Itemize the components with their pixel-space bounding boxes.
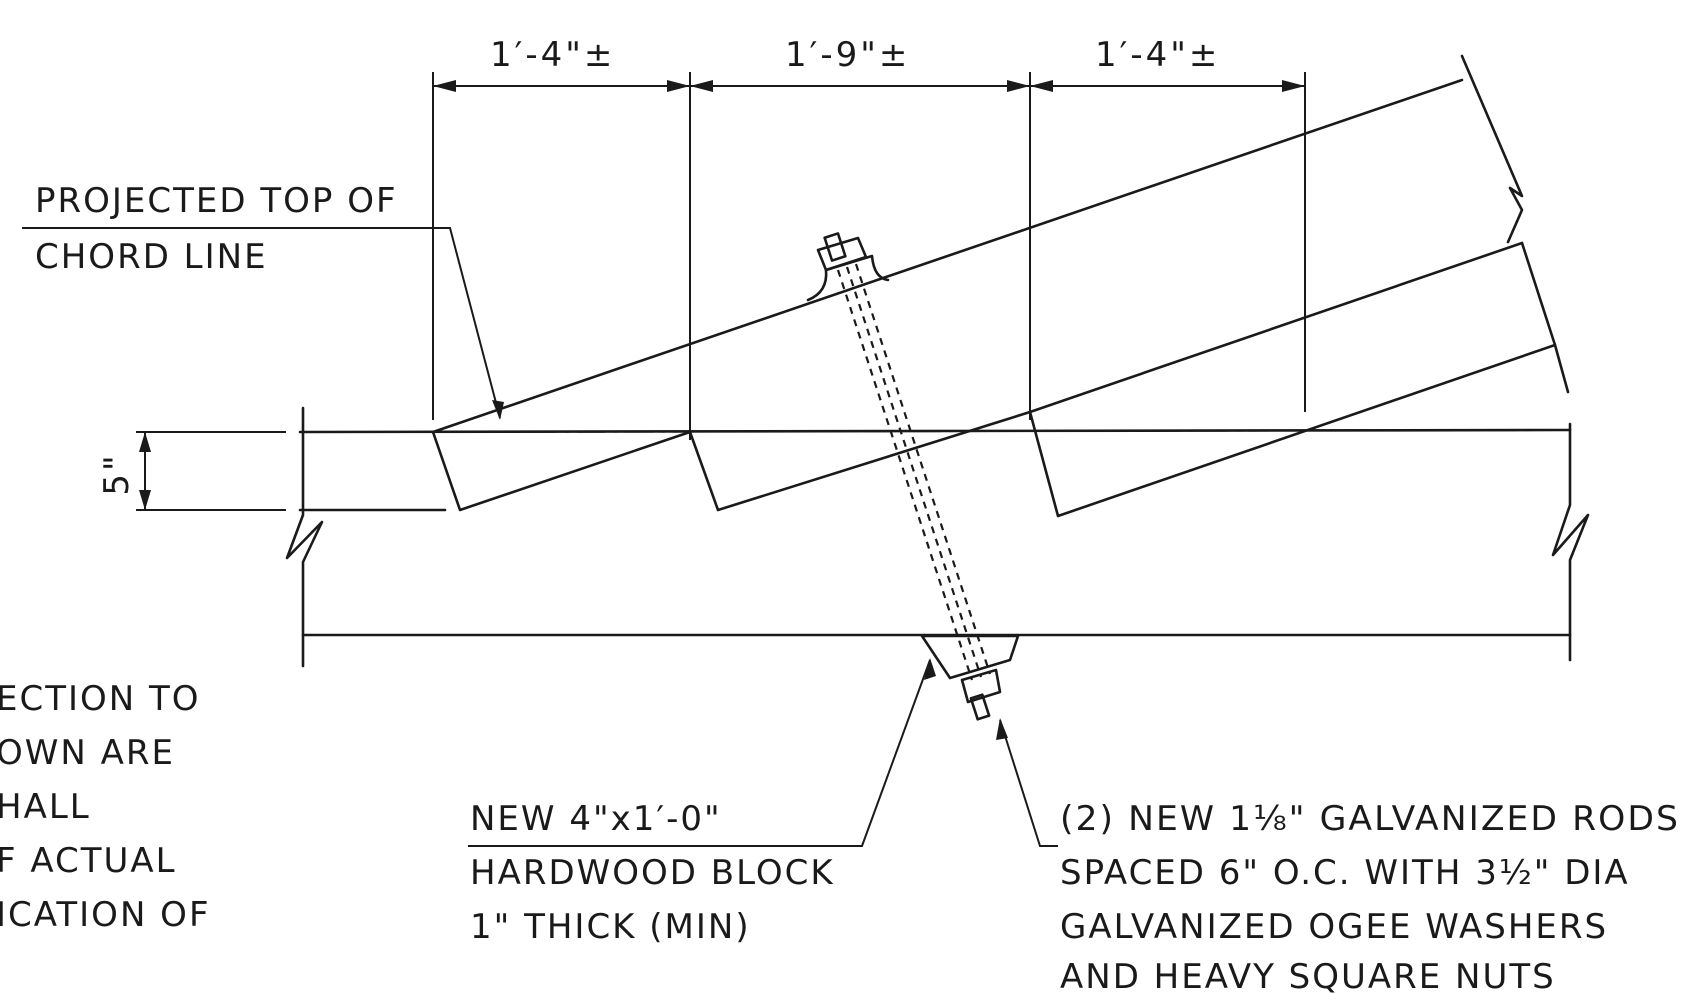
- dimension-middle: 1′-9"±: [785, 35, 910, 75]
- hardwood-block: [920, 634, 1020, 680]
- partial-note-line3: HALL: [0, 787, 91, 827]
- rods-label-line3: GALVANIZED OGEE WASHERS: [1060, 907, 1608, 947]
- partial-note-line5: ICATION OF: [0, 895, 211, 935]
- top-square-nut-icon: [816, 236, 868, 272]
- rods-label-line1: (2) NEW 1⅛" GALVANIZED RODS: [1060, 799, 1680, 839]
- block-label-line2: HARDWOOD BLOCK: [470, 853, 835, 893]
- projected-label-line2: CHORD LINE: [35, 237, 268, 277]
- rods-label-line2: SPACED 6" O.C. WITH 3½" DIA: [1060, 853, 1630, 893]
- partial-note-line4: F ACTUAL: [0, 841, 177, 881]
- top-chord: [431, 54, 1570, 518]
- dimension-chain: 1′-4"± 1′-9"± 1′-4"±: [432, 35, 1306, 440]
- partial-note: ECTION TO OWN ARE HALL F ACTUAL ICATION …: [0, 679, 211, 935]
- offset-dimension: 5": [97, 431, 286, 511]
- dimension-left: 1′-4"±: [490, 35, 615, 75]
- partial-note-line1: ECTION TO: [0, 679, 201, 719]
- dimension-right: 1′-4"±: [1095, 35, 1220, 75]
- block-label-line3: 1" THICK (MIN): [470, 907, 751, 947]
- bottom-rod-end: [969, 693, 991, 721]
- bottom-square-nut-icon: [960, 668, 1002, 704]
- projected-label-line1: PROJECTED TOP OF: [35, 181, 398, 221]
- dimension-offset: 5": [97, 452, 137, 495]
- leaders: [22, 227, 1058, 847]
- partial-note-line2: OWN ARE: [0, 733, 175, 773]
- galvanized-rod-assembly: [806, 232, 1020, 721]
- bottom-chord: [285, 406, 1590, 668]
- rods-label-line4: AND HEAVY SQUARE NUTS: [1060, 957, 1556, 993]
- top-rod-end: [823, 232, 847, 262]
- block-label-line1: NEW 4"x1′-0": [470, 799, 722, 839]
